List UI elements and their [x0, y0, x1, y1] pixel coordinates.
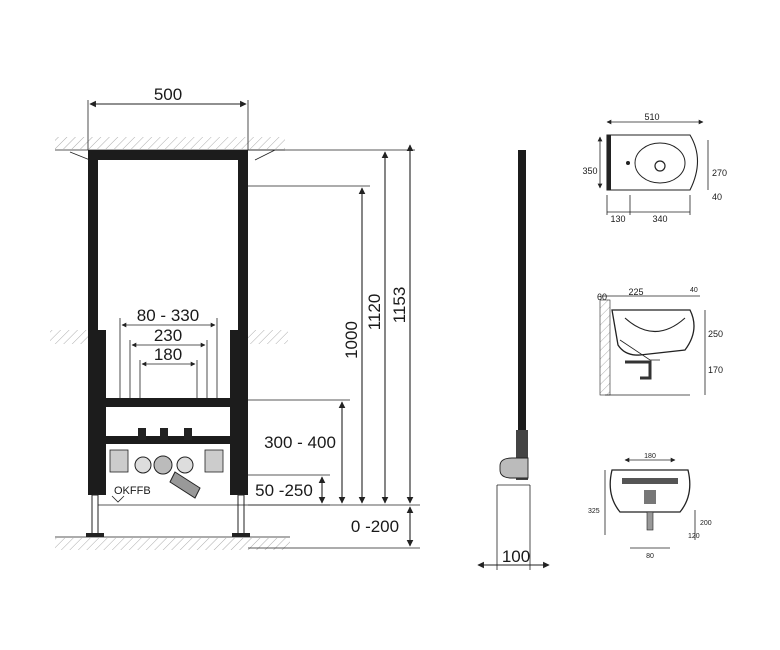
top-wall-hatch [55, 137, 285, 149]
dim-270: 270 [712, 168, 727, 178]
dim-225: 225 [628, 287, 643, 297]
dim-300-400: 300 - 400 [264, 433, 336, 452]
bidet-section-view: 60 225 40 250 170 [597, 287, 723, 396]
frame-right-upright [238, 150, 248, 495]
dim-180: 180 [154, 345, 182, 364]
frame-crossbar-upper [106, 398, 230, 407]
dim-510: 510 [644, 112, 659, 122]
frame-leg-left [91, 494, 99, 536]
dim-130: 130 [610, 214, 625, 224]
dim-1153: 1153 [390, 287, 409, 324]
dim-120: 120 [688, 533, 700, 540]
frame-side-view: 100 [477, 150, 550, 570]
dim-180-front: 180 [644, 453, 656, 460]
bidet-front-view: 180 325 200 120 80 [588, 453, 712, 560]
frame-top-bar [88, 150, 248, 160]
mid-wall-hatch-right [240, 330, 288, 344]
dim-1120: 1120 [365, 294, 384, 331]
connection-fittings [109, 428, 224, 499]
dim-230: 230 [154, 326, 182, 345]
dim-200: 200 [700, 520, 712, 527]
dim-60: 60 [597, 292, 607, 302]
floor-label: OKFFB [114, 485, 151, 497]
dim-350: 350 [582, 166, 597, 176]
floor-hatch [55, 538, 290, 550]
frame-leg-right [237, 494, 245, 536]
frame-front-view: 500 80 - 330 230 180 OKFFB 1153 1120 100… [50, 85, 420, 550]
dim-80-front: 80 [646, 553, 654, 560]
frame-left-upright [88, 150, 98, 495]
dim-250: 250 [708, 329, 723, 339]
frame-inner-right [230, 330, 238, 495]
bidet-top-view: 510 350 270 40 130 340 [582, 112, 727, 224]
dim-500: 500 [154, 85, 182, 104]
side-upright [518, 150, 526, 480]
dim-340: 340 [652, 214, 667, 224]
dim-50-250: 50 -250 [255, 481, 313, 500]
mid-wall-hatch-left [50, 330, 92, 344]
frame-inner-left [98, 330, 106, 495]
dim-100: 100 [502, 547, 530, 566]
dim-325: 325 [588, 508, 600, 515]
dim-0-200: 0 -200 [351, 517, 399, 536]
dim-170: 170 [708, 365, 723, 375]
dim-40-section: 40 [690, 287, 698, 294]
dim-40-top: 40 [712, 192, 722, 202]
dim-80-330: 80 - 330 [137, 306, 199, 325]
dim-1000: 1000 [342, 321, 361, 359]
